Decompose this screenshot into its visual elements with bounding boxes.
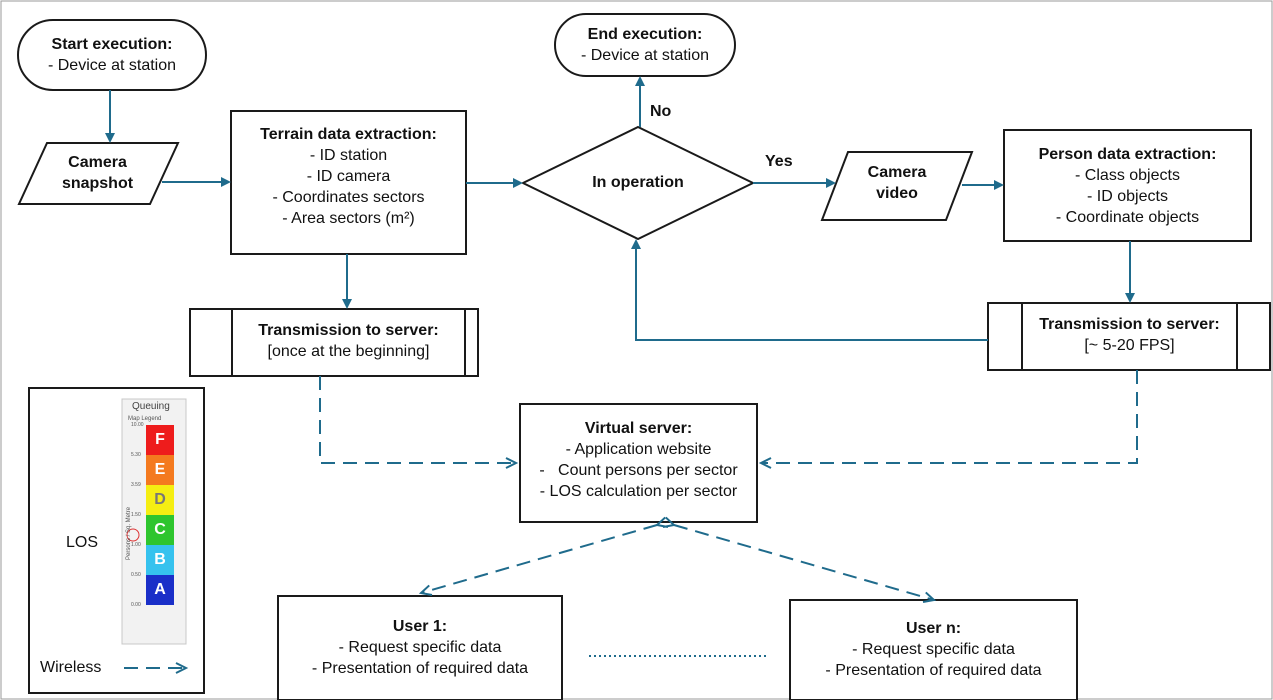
camera-video-text: Camera video xyxy=(832,162,962,204)
legend-wireless-label: Wireless xyxy=(40,659,102,676)
camera-snapshot-parallelogram xyxy=(17,142,180,205)
person-text: Person data extraction: - Class objects … xyxy=(1004,144,1251,228)
los-tick-label: 1.50 xyxy=(131,512,141,518)
server-line-2: - Count persons per sector xyxy=(539,462,738,479)
user1-line-2: - Presentation of required data xyxy=(311,660,529,677)
los-current-marker xyxy=(126,528,140,542)
person-line-2: - ID objects xyxy=(1087,188,1168,205)
los-grade-a: A xyxy=(146,575,174,605)
scale-title: Queuing xyxy=(132,401,170,412)
los-grade-d: D xyxy=(146,485,174,515)
legend-los-label: LOS xyxy=(66,534,99,551)
decision-label: In operation xyxy=(592,174,684,191)
los-grade-c: C xyxy=(146,515,174,545)
person-line-3: - Coordinate objects xyxy=(1055,209,1200,226)
terrain-line-1: - ID station xyxy=(309,147,388,164)
txleft-to-server-wireless xyxy=(319,376,519,469)
los-tick-label: 0.00 xyxy=(131,602,141,608)
los-grade-e: E xyxy=(146,455,174,485)
camera-video-line-2: video xyxy=(876,185,918,202)
los-tick-label: 3.59 xyxy=(131,482,141,488)
camera-video-parallelogram xyxy=(820,151,974,221)
usern-box xyxy=(789,599,1078,700)
tx-right-box xyxy=(987,302,1271,371)
end-text: End execution: - Device at station xyxy=(555,24,735,66)
server-line-1: - Application website xyxy=(565,441,712,458)
start-title: Start execution: xyxy=(51,36,173,53)
tx-left-line: [once at the beginning] xyxy=(267,343,430,360)
server-text: Virtual server: - Application website - … xyxy=(520,418,757,502)
usern-text: User n: - Request specific data - Presen… xyxy=(790,618,1077,681)
server-line-3: - LOS calculation per sector xyxy=(539,483,738,500)
user1-text: User 1: - Request specific data - Presen… xyxy=(278,616,562,679)
camera-video-line-1: Camera xyxy=(867,164,927,181)
server-user1-wireless xyxy=(418,516,669,597)
los-tick-label: 0.50 xyxy=(131,572,141,578)
los-grade-b: B xyxy=(146,545,174,575)
camera-snapshot-line-2: snapshot xyxy=(61,175,134,192)
scale-subtitle: Map Legend xyxy=(128,416,162,422)
person-title: Person data extraction: xyxy=(1038,146,1217,163)
tx-left-title: Transmission to server: xyxy=(258,322,439,339)
camera-snapshot-line-1: Camera xyxy=(68,154,127,171)
user1-line-1: - Request specific data xyxy=(338,639,502,656)
start-text: Start execution: - Device at station xyxy=(18,34,206,76)
server-title: Virtual server: xyxy=(584,420,693,437)
txright-to-server-wireless xyxy=(758,370,1138,469)
person-line-1: - Class objects xyxy=(1075,167,1180,184)
terrain-line-4: - Area sectors (m²) xyxy=(282,210,415,227)
los-tick-label: 10.00 xyxy=(131,422,144,428)
terrain-title: Terrain data extraction: xyxy=(260,126,437,143)
tx-left-box xyxy=(189,308,479,377)
end-line: - Device at station xyxy=(580,47,710,64)
txright-to-decision-loop xyxy=(631,239,988,341)
tx-right-text: Transmission to server: [~ 5-20 FPS] xyxy=(1022,314,1237,356)
user1-title: User 1: xyxy=(392,618,448,635)
person-box xyxy=(1003,129,1252,242)
tx-right-title: Transmission to server: xyxy=(1039,316,1220,333)
tx-left-text: Transmission to server: [once at the beg… xyxy=(232,320,465,362)
decision-yes-label: Yes xyxy=(765,153,793,170)
usern-line-2: - Presentation of required data xyxy=(825,662,1042,679)
end-title: End execution: xyxy=(587,26,703,43)
los-tick-label: 5.30 xyxy=(131,452,141,458)
los-tick-label: 1.00 xyxy=(131,542,141,548)
tx-right-line: [~ 5-20 FPS] xyxy=(1084,337,1175,354)
camera-snapshot-text: Camera snapshot xyxy=(30,152,165,194)
usern-title: User n: xyxy=(905,620,962,637)
end-terminator xyxy=(554,13,736,77)
decision-text: In operation xyxy=(548,172,728,193)
server-usern-wireless xyxy=(662,516,937,604)
los-grade-f: F xyxy=(146,425,174,455)
decision-no-label: No xyxy=(650,103,672,120)
usern-line-1: - Request specific data xyxy=(852,641,1015,658)
start-terminator xyxy=(17,19,207,91)
terrain-line-3: - Coordinates sectors xyxy=(272,189,425,206)
terrain-line-2: - ID camera xyxy=(306,168,391,185)
start-line: - Device at station xyxy=(47,57,177,74)
terrain-text: Terrain data extraction: - ID station - … xyxy=(231,124,466,229)
